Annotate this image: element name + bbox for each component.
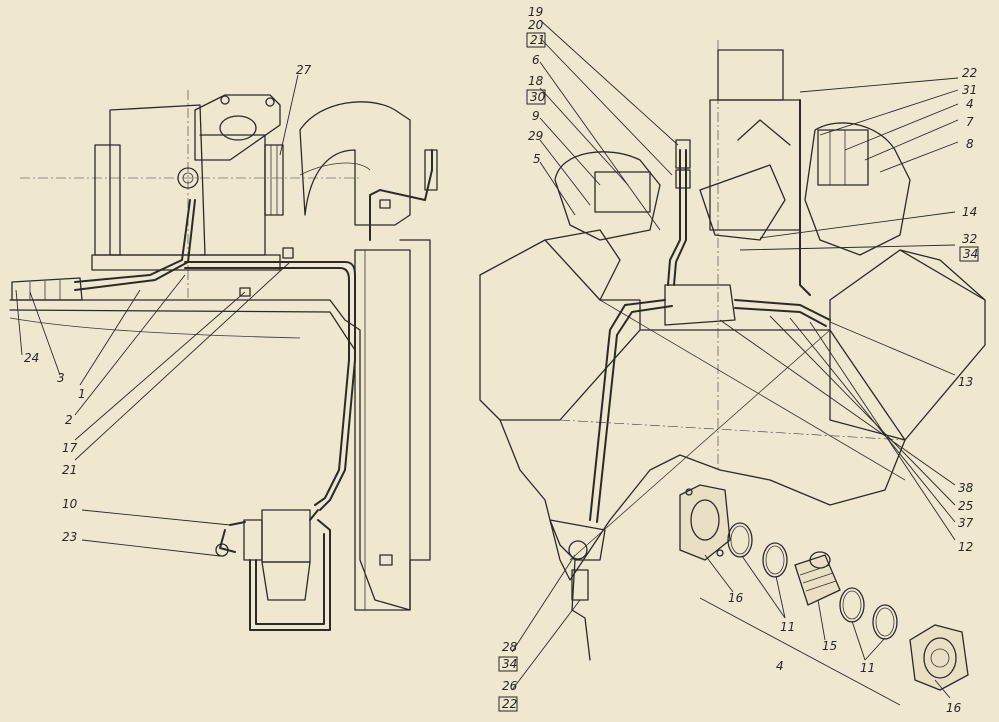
callout-27: 27 xyxy=(296,63,312,77)
callout-20: 20 xyxy=(528,18,544,32)
callout-21-boxed: 21 xyxy=(530,33,545,47)
callout-2: 2 xyxy=(65,413,73,427)
callout-18: 18 xyxy=(528,74,544,88)
callout-15: 15 xyxy=(822,639,837,653)
callout-37: 37 xyxy=(958,516,974,530)
callout-12: 12 xyxy=(958,540,973,554)
callout-26: 26 xyxy=(502,679,518,693)
callout-32: 32 xyxy=(962,232,977,246)
callout-19: 19 xyxy=(528,5,543,19)
callout-30-boxed: 30 xyxy=(530,90,546,104)
callout-4: 4 xyxy=(966,97,974,111)
exploded-parts xyxy=(679,484,969,706)
callout-11-right: 11 xyxy=(860,661,875,675)
callout-8: 8 xyxy=(966,137,974,151)
callout-14: 14 xyxy=(962,205,977,219)
callout-34-boxed-lower: 34 xyxy=(502,657,517,671)
callout-23: 23 xyxy=(62,530,77,544)
callout-11-left: 11 xyxy=(780,620,795,634)
callout-1: 1 xyxy=(78,387,86,401)
left-side-view xyxy=(9,90,438,631)
callout-16-right: 16 xyxy=(946,701,962,715)
callout-16-left: 16 xyxy=(728,591,744,605)
callout-3: 3 xyxy=(57,371,65,385)
callout-9: 9 xyxy=(532,109,540,123)
callout-25: 25 xyxy=(958,499,973,513)
callout-17: 17 xyxy=(62,441,78,455)
callout-21: 21 xyxy=(62,463,77,477)
callout-34-boxed: 34 xyxy=(963,247,978,261)
callout-29: 29 xyxy=(528,129,543,143)
right-front-view xyxy=(479,40,986,661)
callout-5: 5 xyxy=(533,152,541,166)
callout-22: 22 xyxy=(962,66,977,80)
callout-24: 24 xyxy=(24,351,39,365)
leader-lines xyxy=(15,19,959,699)
callout-7: 7 xyxy=(966,115,974,129)
callouts: 27 24 3 1 2 17 21 10 23 19 20 21 6 18 30… xyxy=(24,5,979,715)
callout-6: 6 xyxy=(532,53,540,67)
callout-38: 38 xyxy=(958,481,974,495)
callout-28: 28 xyxy=(502,640,518,654)
callout-13: 13 xyxy=(958,375,973,389)
callout-22-boxed: 22 xyxy=(502,697,517,711)
callout-10: 10 xyxy=(62,497,78,511)
callout-4-group: 4 xyxy=(776,659,784,673)
callout-31: 31 xyxy=(962,83,977,97)
